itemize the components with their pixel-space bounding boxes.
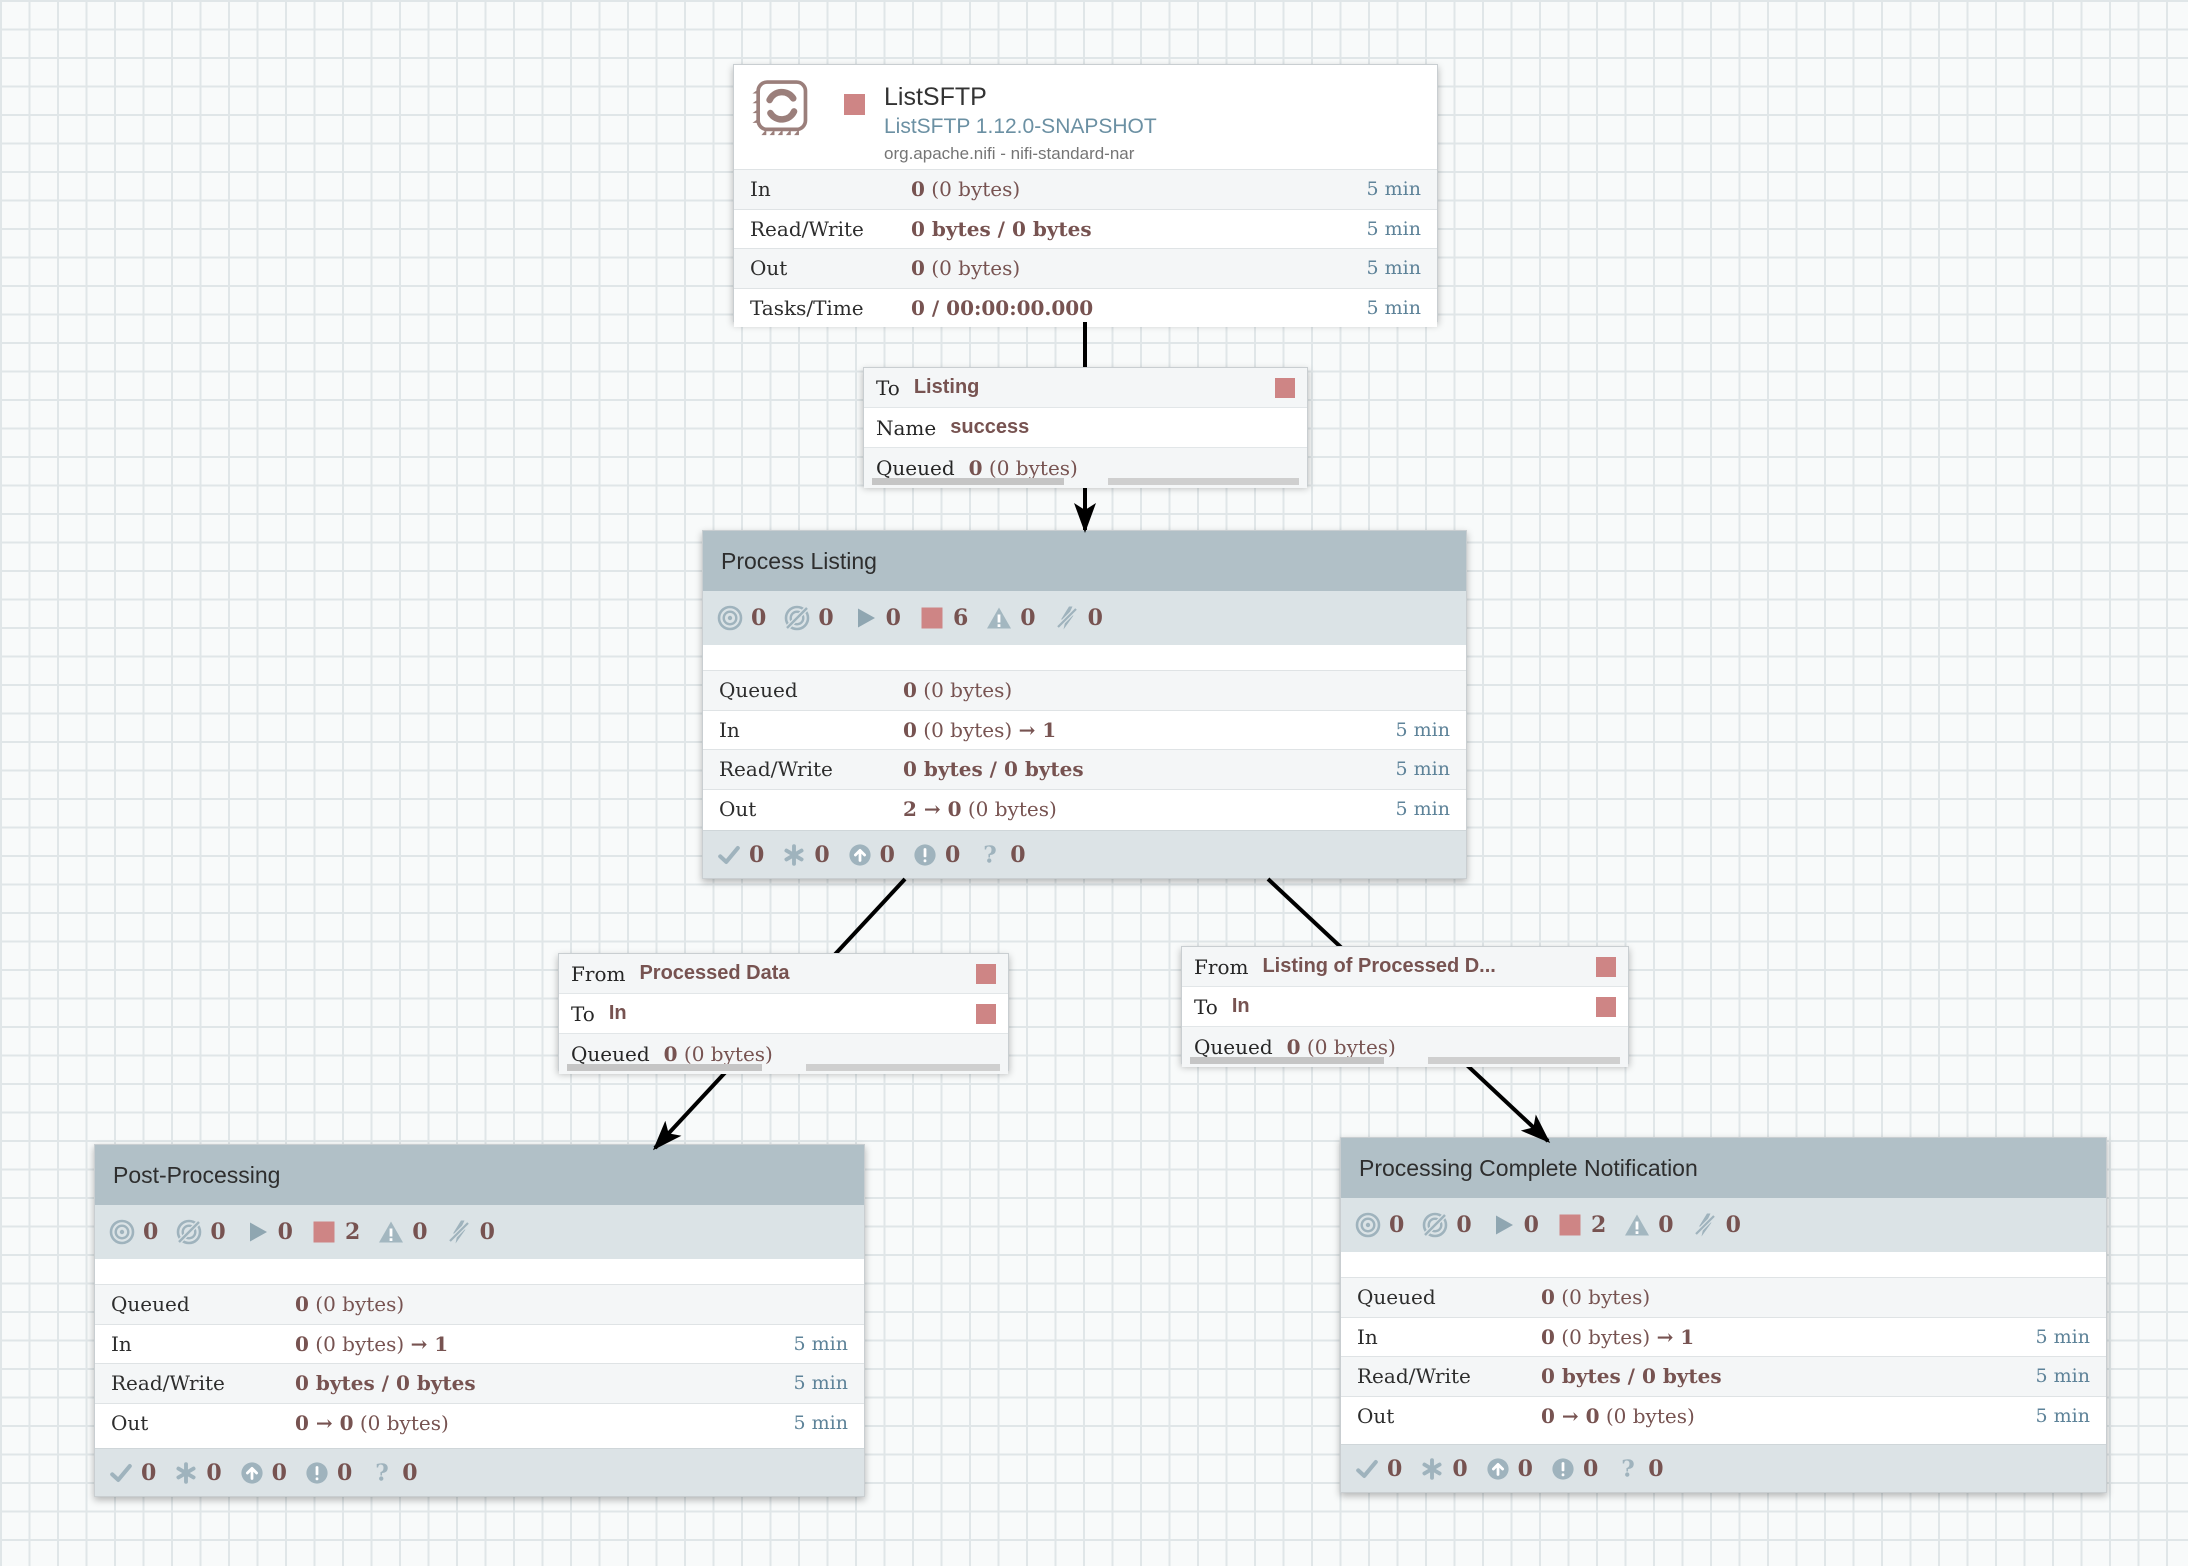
queue-progress-bar [1190,1057,1384,1064]
locally-modified-stale-icon [913,843,937,867]
process-group-status-bar: 0 0 0 6 0 0 [703,591,1466,646]
stopped-indicator-icon [1596,956,1616,977]
processor-type: ListSFTP 1.12.0-SNAPSHOT [884,115,1157,138]
stat-row-out: Out 0 (0 bytes) 5 min [734,248,1437,288]
invalid-icon [1624,1212,1650,1238]
stat-row-out: Out 2 → 0 (0 bytes) 5 min [703,788,1466,828]
stopped-indicator-icon [844,94,865,115]
stat-row-in: In 0 (0 bytes) → 1 5 min [703,709,1466,749]
queue-progress-bar [806,1064,1000,1071]
process-group-name: Processing Complete Notification [1359,1154,1698,1181]
processor-name: ListSFTP [884,83,987,111]
stat-row-out: Out 0 → 0 (0 bytes) 5 min [95,1402,864,1442]
stale-icon [848,843,872,867]
invalid-icon [378,1219,404,1245]
queue-progress-bar [872,478,1064,485]
process-group-status-bar: 0 0 0 2 0 0 [95,1205,864,1260]
stat-row-in: In 0 (0 bytes) → 1 5 min [95,1323,864,1363]
stat-row-readwrite: Read/Write 0 bytes / 0 bytes 5 min [703,749,1466,789]
invalid-icon [986,605,1012,631]
version-control-bar: 0 0 0 0 0 [703,830,1466,878]
stat-row-readwrite: Read/Write 0 bytes / 0 bytes 5 min [95,1363,864,1403]
queue-progress-bar [567,1064,762,1071]
stopped-indicator-icon [976,963,996,984]
stat-row-in: In 0 (0 bytes) 5 min [734,169,1437,209]
disabled-icon [1692,1212,1718,1238]
running-icon [244,1219,270,1245]
process-group-process-listing[interactable]: Process Listing 0 0 0 6 0 0 Queued 0 (0 … [702,530,1467,879]
locally-modified-icon [174,1461,198,1485]
up-to-date-icon [109,1461,133,1485]
stat-row-readwrite: Read/Write 0 bytes / 0 bytes 5 min [1341,1356,2106,1396]
stopped-indicator-icon [1275,377,1295,398]
queue-progress-bar [1108,478,1299,485]
running-icon [1490,1212,1516,1238]
running-icon [852,605,878,631]
stat-row-in: In 0 (0 bytes) → 1 5 min [1341,1316,2106,1356]
process-group-header[interactable]: Processing Complete Notification [1341,1138,2106,1198]
sync-failure-icon [978,843,1002,867]
process-group-processing-complete-notification[interactable]: Processing Complete Notification 0 0 0 2… [1340,1137,2107,1493]
stat-row-out: Out 0 → 0 (0 bytes) 5 min [1341,1395,2106,1435]
stopped-icon [919,605,945,631]
up-to-date-icon [717,843,741,867]
connection-queued-row: Queued 0 (0 bytes) [864,447,1307,488]
disabled-icon [1054,605,1080,631]
connection-queued-row: Queued 0 (0 bytes) [559,1033,1008,1074]
process-group-post-processing[interactable]: Post-Processing 0 0 0 2 0 0 Queued 0 (0 … [94,1144,865,1497]
processor-stamp-icon [750,78,812,140]
processor-listsftp[interactable]: ListSFTP ListSFTP 1.12.0-SNAPSHOT org.ap… [733,64,1438,327]
stale-icon [240,1461,264,1485]
locally-modified-stale-icon [305,1461,329,1485]
disabled-icon [446,1219,472,1245]
locally-modified-icon [782,843,806,867]
process-group-status-bar: 0 0 0 2 0 0 [1341,1198,2106,1253]
version-control-bar: 0 0 0 0 0 [95,1448,864,1496]
version-control-bar: 0 0 0 0 0 [1341,1444,2106,1492]
locally-modified-stale-icon [1551,1457,1575,1481]
stopped-icon [311,1219,337,1245]
processor-bundle: org.apache.nifi - nifi-standard-nar [884,144,1135,163]
sync-failure-icon [1616,1457,1640,1481]
process-group-header[interactable]: Process Listing [703,531,1466,591]
stopped-indicator-icon [976,1003,996,1024]
stat-row-queued: Queued 0 (0 bytes) [1341,1277,2106,1317]
connection-queued-row: Queued 0 (0 bytes) [1182,1026,1628,1067]
transmitting-icon [717,605,743,631]
up-to-date-icon [1355,1457,1379,1481]
stat-row-tasks: Tasks/Time 0 / 00:00:00.000 5 min [734,287,1437,327]
not-transmitting-icon [784,605,810,631]
stale-icon [1486,1457,1510,1481]
process-group-name: Post-Processing [113,1161,281,1188]
stat-row-queued: Queued 0 (0 bytes) [95,1284,864,1324]
transmitting-icon [1355,1212,1381,1238]
process-group-header[interactable]: Post-Processing [95,1145,864,1205]
queue-progress-bar [1428,1057,1620,1064]
sync-failure-icon [370,1461,394,1485]
stopped-icon [1557,1212,1583,1238]
stat-row-readwrite: Read/Write 0 bytes / 0 bytes 5 min [734,208,1437,248]
not-transmitting-icon [176,1219,202,1245]
stopped-indicator-icon [1596,996,1616,1017]
not-transmitting-icon [1422,1212,1448,1238]
processor-header: ListSFTP ListSFTP 1.12.0-SNAPSHOT org.ap… [734,65,1437,169]
stat-row-queued: Queued 0 (0 bytes) [703,670,1466,710]
process-group-name: Process Listing [721,547,877,574]
locally-modified-icon [1420,1457,1444,1481]
transmitting-icon [109,1219,135,1245]
